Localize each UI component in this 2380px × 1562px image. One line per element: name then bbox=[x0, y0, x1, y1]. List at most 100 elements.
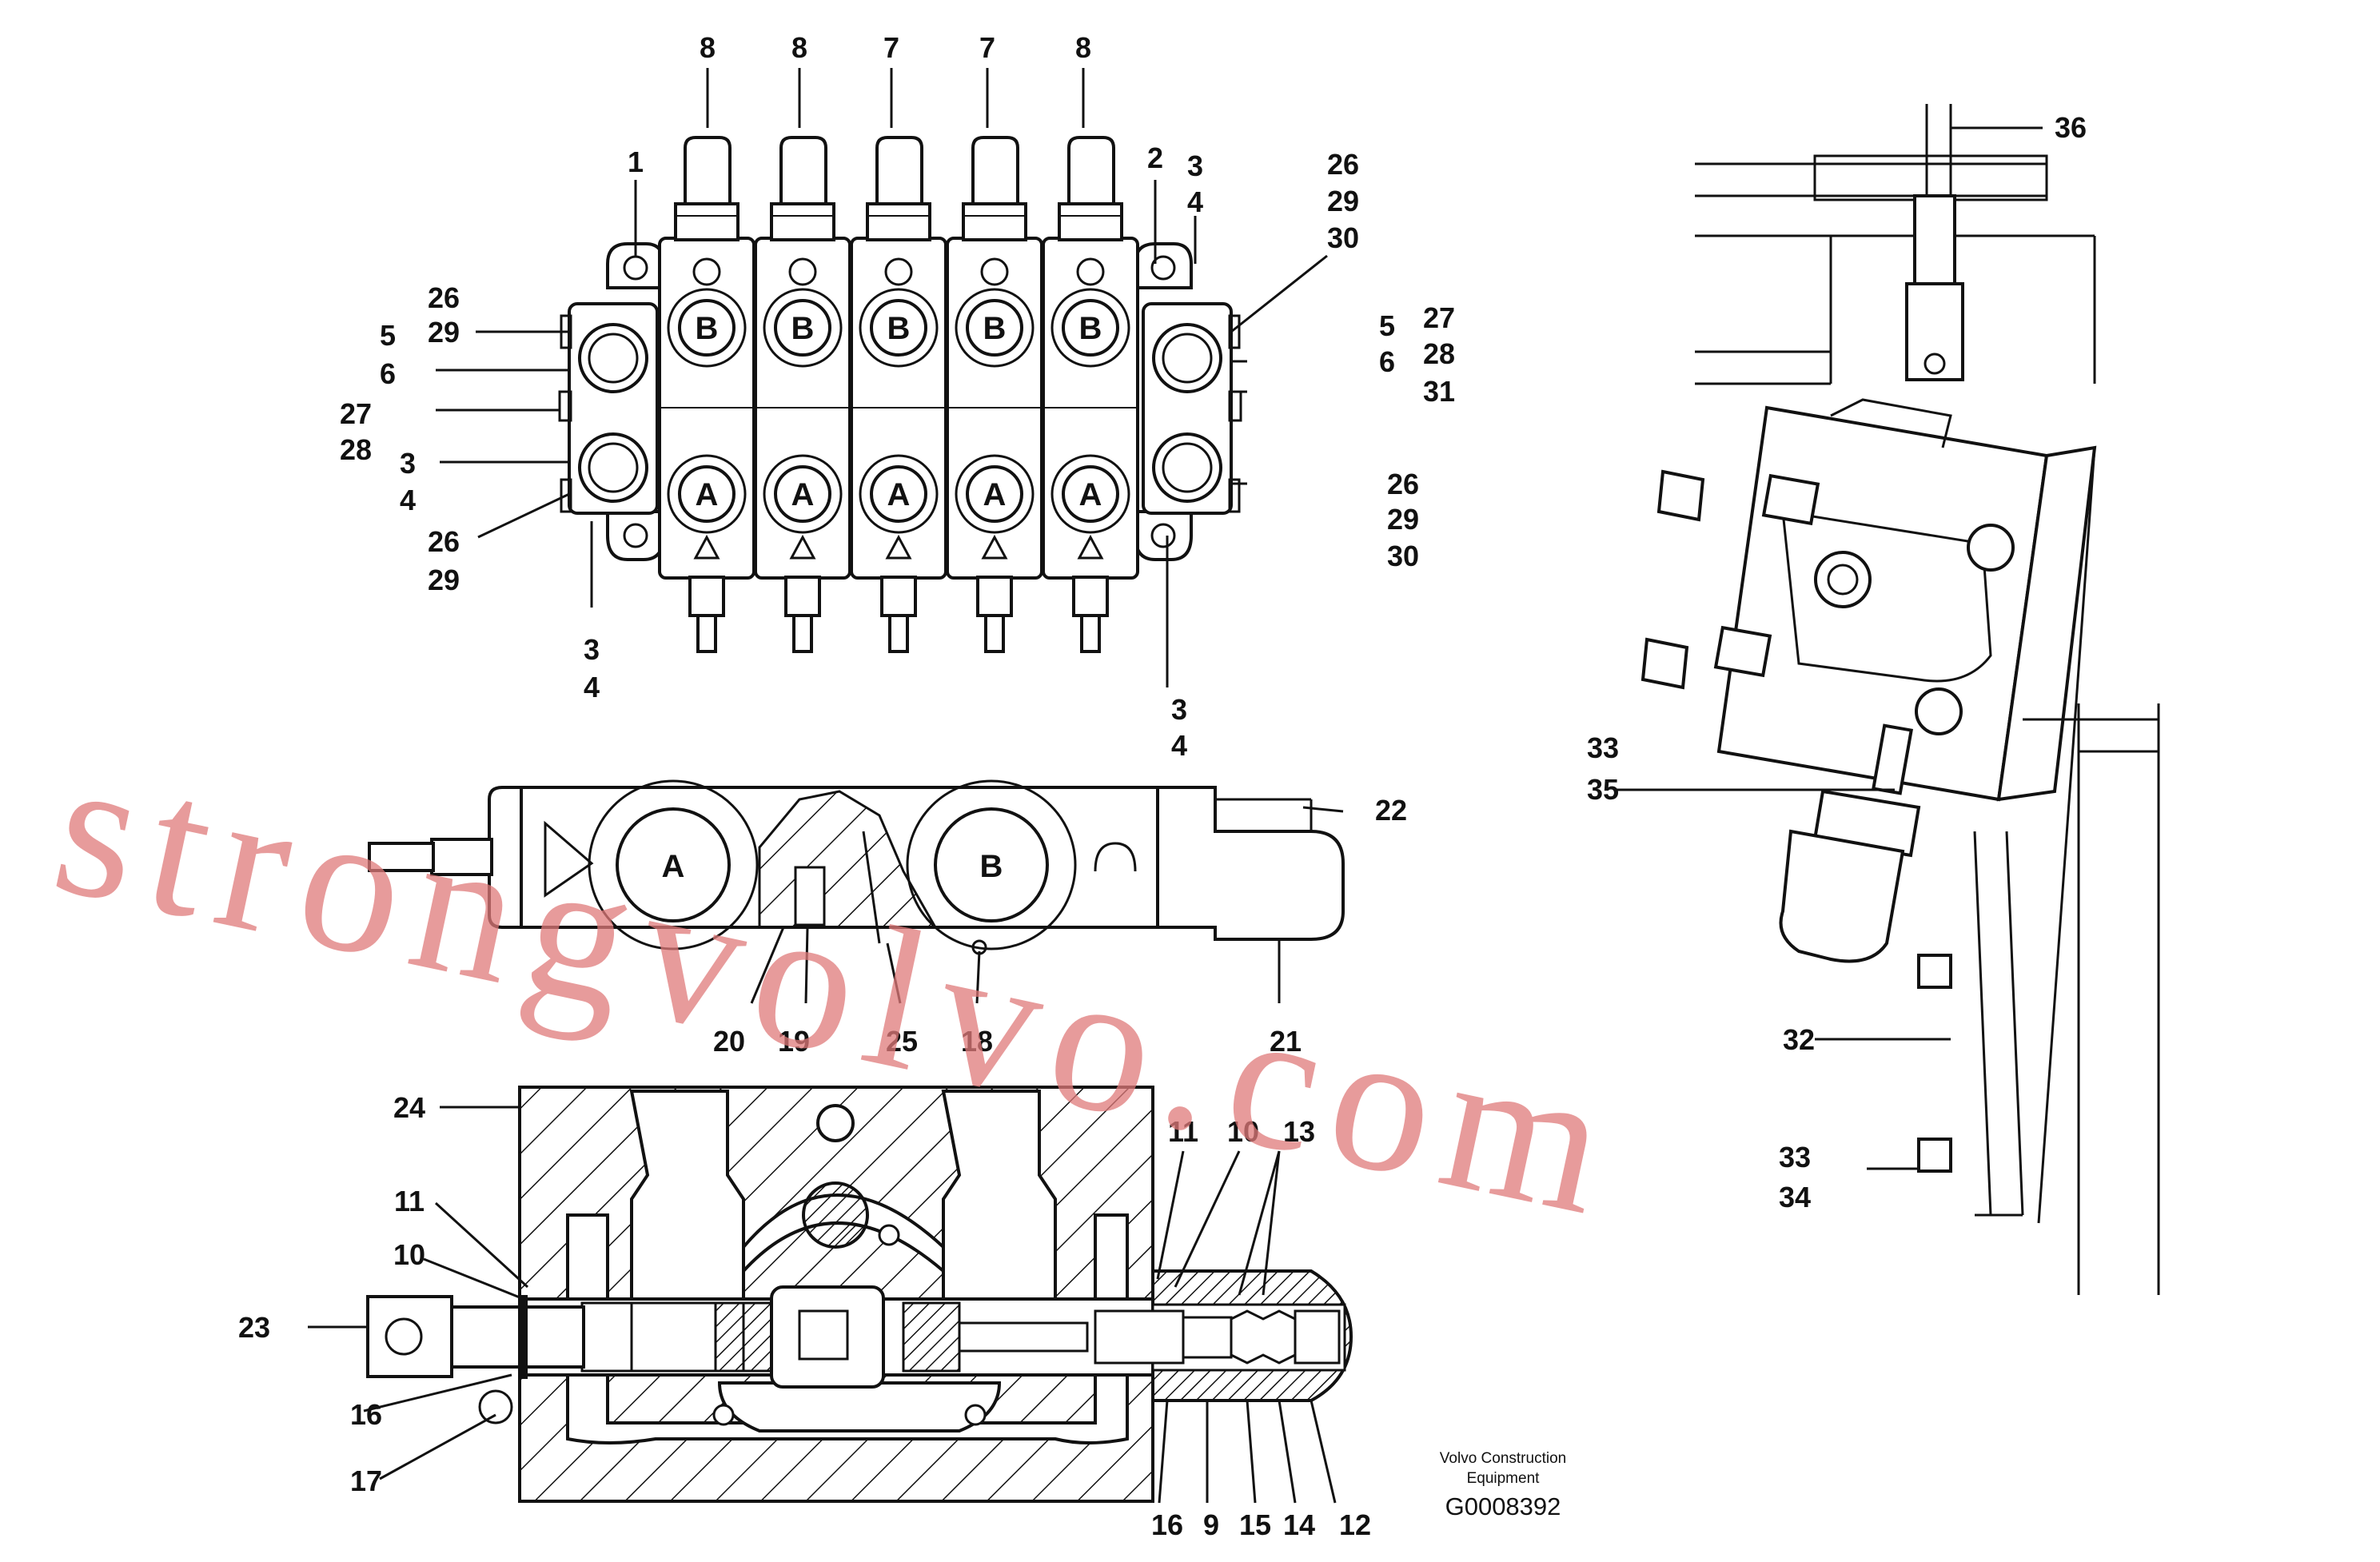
leader-line bbox=[363, 1373, 512, 1413]
port-b-letter: B bbox=[791, 311, 815, 346]
clevis bbox=[1905, 282, 1964, 381]
callout-s10: 10 bbox=[393, 1238, 425, 1271]
leader-line bbox=[1156, 1150, 1185, 1280]
callout-top_a: 8 bbox=[700, 31, 716, 64]
callout-l6a: 6 bbox=[380, 357, 396, 390]
spool-end bbox=[430, 838, 493, 876]
leader-line bbox=[379, 1413, 496, 1480]
callout-m25: 25 bbox=[886, 1025, 918, 1058]
callout-p32: 32 bbox=[1783, 1023, 1815, 1056]
valve-section: B A bbox=[658, 136, 755, 653]
figure-code: G0008392 bbox=[1445, 1492, 1561, 1520]
leader-line bbox=[434, 1201, 529, 1289]
callout-top_b: 8 bbox=[791, 31, 807, 64]
spool-pin bbox=[368, 842, 435, 872]
callout-l5a: 5 bbox=[380, 319, 396, 352]
callout-l26a: 26 bbox=[428, 281, 460, 314]
callout-s12: 12 bbox=[1339, 1508, 1371, 1541]
leader-line bbox=[1238, 1150, 1281, 1296]
bolt-head bbox=[1917, 1138, 1952, 1173]
caption-line-2: Equipment bbox=[1467, 1470, 1541, 1487]
callout-m21: 21 bbox=[1270, 1025, 1302, 1058]
callout-l27a: 27 bbox=[340, 397, 372, 430]
callout-c1: 1 bbox=[628, 145, 644, 178]
valve-section-cutaway bbox=[366, 1086, 1353, 1503]
port-a-letter: A bbox=[887, 477, 911, 512]
valve-section: B A bbox=[946, 136, 1043, 653]
valve-section: B A bbox=[850, 136, 947, 653]
leader-line bbox=[1310, 1400, 1337, 1504]
leader-line bbox=[804, 926, 809, 1004]
mounting-ear bbox=[1134, 242, 1193, 289]
caption-line-1: Volvo Construction bbox=[1440, 1450, 1566, 1467]
callout-p35: 35 bbox=[1587, 773, 1619, 806]
spool-eye bbox=[366, 1295, 453, 1378]
callout-top_c: 7 bbox=[883, 31, 899, 64]
leader-line bbox=[975, 950, 981, 1004]
callout-c4: 4 bbox=[1187, 185, 1203, 218]
solenoid-housing bbox=[1156, 786, 1345, 941]
callout-rb4: 4 bbox=[1171, 729, 1187, 762]
callout-r6: 6 bbox=[1379, 345, 1395, 378]
callout-s23: 23 bbox=[238, 1311, 270, 1344]
callout-s14: 14 bbox=[1283, 1508, 1315, 1541]
valve-mounted-view bbox=[1640, 104, 2160, 1295]
callout-m22: 22 bbox=[1375, 794, 1407, 827]
port-b-boss bbox=[906, 779, 1077, 950]
port-a-letter: A bbox=[1079, 477, 1102, 512]
valve-section: B A bbox=[754, 136, 851, 653]
valve-sections: B A B A B A bbox=[658, 136, 1139, 653]
callout-rb3: 3 bbox=[1171, 693, 1187, 726]
leader-line bbox=[1230, 254, 1328, 333]
leader-line bbox=[423, 1257, 524, 1301]
callout-s11: 11 bbox=[394, 1185, 425, 1217]
leader-line bbox=[1278, 1400, 1297, 1504]
spool-eye-shank bbox=[446, 1305, 585, 1369]
callout-b3: 3 bbox=[584, 633, 600, 666]
callout-top_e: 8 bbox=[1075, 31, 1091, 64]
port-b-letter: B bbox=[980, 849, 1003, 884]
callout-c3: 3 bbox=[1187, 149, 1203, 182]
callout-s15: 15 bbox=[1239, 1508, 1271, 1541]
callout-p34: 34 bbox=[1779, 1181, 1811, 1213]
callout-l26b: 26 bbox=[428, 525, 460, 558]
callout-l28a: 28 bbox=[340, 433, 372, 466]
port-a-letter: A bbox=[983, 477, 1007, 512]
port-b-letter: B bbox=[887, 311, 911, 346]
port-a-letter: A bbox=[696, 477, 719, 512]
leader-line bbox=[750, 926, 785, 1004]
leader-line bbox=[477, 492, 570, 539]
callout-m18: 18 bbox=[961, 1025, 993, 1058]
leader-line bbox=[1158, 1400, 1169, 1504]
callout-p33: 33 bbox=[1587, 731, 1619, 764]
callout-s24: 24 bbox=[393, 1091, 425, 1124]
callout-s10r: 10 bbox=[1227, 1115, 1259, 1148]
callout-l3a: 3 bbox=[400, 447, 416, 480]
leader-line bbox=[1174, 1150, 1241, 1288]
callout-top_d: 7 bbox=[979, 31, 995, 64]
callout-r30b: 30 bbox=[1387, 540, 1419, 572]
callout-r26b: 26 bbox=[1387, 468, 1419, 500]
port-a bbox=[616, 807, 731, 922]
callout-r28: 28 bbox=[1423, 337, 1455, 370]
callout-s11r: 11 bbox=[1168, 1115, 1198, 1148]
mounting-ear bbox=[606, 510, 665, 561]
port-b-letter: B bbox=[1079, 311, 1102, 346]
valve-bank-top-view: B A B A B A bbox=[558, 136, 1242, 653]
leader-line bbox=[886, 942, 902, 1004]
callout-s17: 17 bbox=[350, 1464, 382, 1497]
callout-r29b: 29 bbox=[1387, 503, 1419, 536]
direction-triangle bbox=[544, 820, 594, 898]
callout-r31: 31 bbox=[1423, 375, 1455, 408]
port-a-boss bbox=[588, 779, 759, 950]
callout-r27: 27 bbox=[1423, 301, 1455, 334]
callout-p36: 36 bbox=[2055, 111, 2087, 144]
callout-s13: 13 bbox=[1283, 1115, 1315, 1148]
mounting-ear bbox=[1134, 510, 1193, 561]
port-b-letter: B bbox=[983, 311, 1007, 346]
callout-p33b: 33 bbox=[1779, 1141, 1811, 1173]
callout-s16b: 16 bbox=[1151, 1508, 1183, 1541]
leader-line bbox=[1262, 1150, 1281, 1296]
